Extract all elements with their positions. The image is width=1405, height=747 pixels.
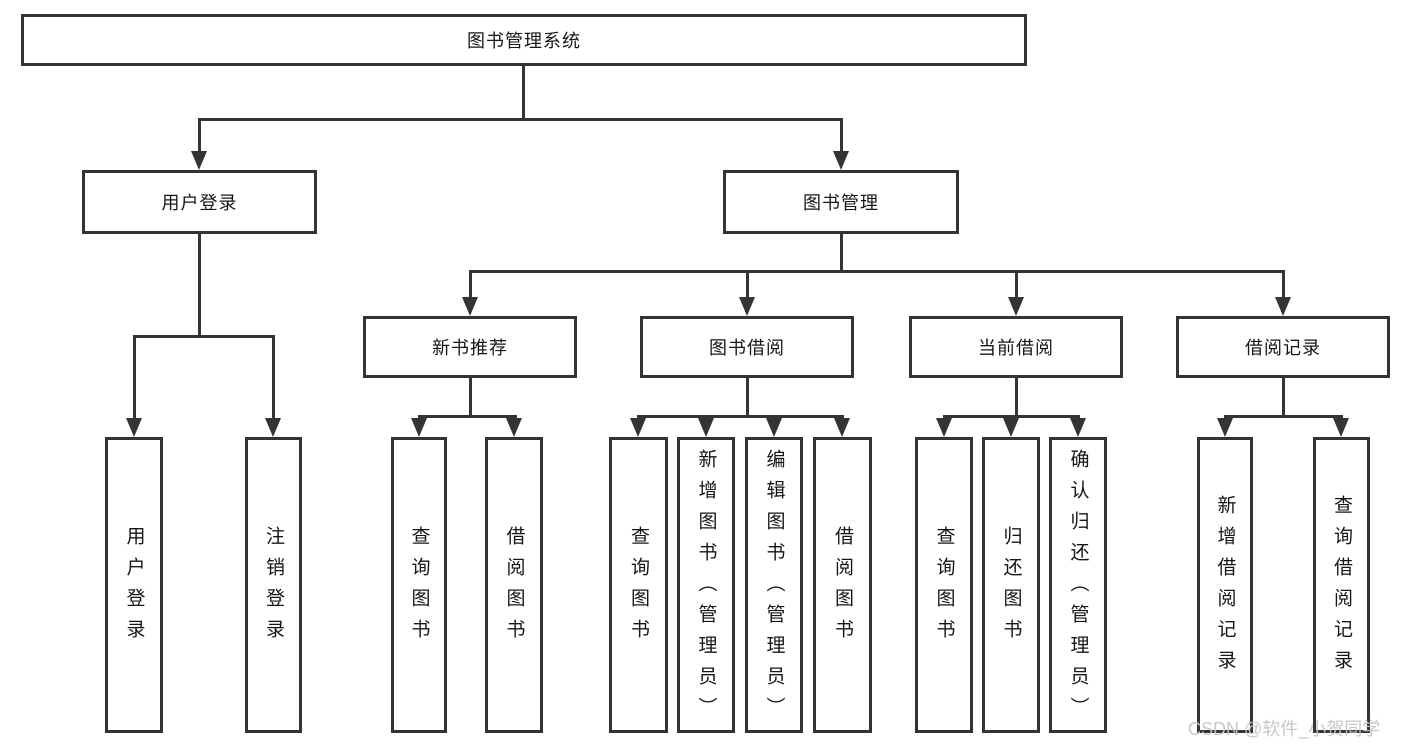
leaf-query-borrow-record: 查询借阅记录 (1313, 437, 1370, 733)
connector-line (198, 234, 201, 335)
csdn-watermark: CSDN @软件_小贺同学 (1188, 719, 1381, 739)
connector-line (133, 335, 136, 419)
leaf-edit-book-admin: 编辑图书（管理员） (745, 437, 803, 733)
connector-line (1015, 270, 1018, 298)
connector-line (198, 118, 201, 154)
leaf-query-books-recommend: 查询图书 (391, 437, 447, 733)
leaf-user-login: 用户登录 (105, 437, 163, 733)
node-book-management: 图书管理 (723, 170, 959, 234)
connector-line (272, 335, 275, 419)
arrowhead-down (506, 418, 522, 437)
connector-line (1282, 378, 1285, 415)
arrowhead-down (834, 418, 850, 437)
connector-line (1224, 415, 1343, 418)
arrowhead-down (766, 418, 782, 437)
leaf-return-book: 归还图书 (982, 437, 1040, 733)
connector-line (840, 234, 843, 270)
arrowhead-down (1003, 418, 1019, 437)
connector-line (469, 270, 472, 298)
node-current-borrowing: 当前借阅 (909, 316, 1123, 378)
arrowhead-down (265, 418, 281, 437)
connector-line (637, 415, 844, 418)
arrowhead-down (1217, 418, 1233, 437)
leaf-add-book-admin: 新增图书（管理员） (677, 437, 735, 733)
node-new-book-recommend: 新书推荐 (363, 316, 577, 378)
connector-line (133, 335, 275, 338)
arrowhead-down (698, 418, 714, 437)
leaf-borrow-books-recommend: 借阅图书 (485, 437, 543, 733)
leaf-query-books-current: 查询图书 (915, 437, 973, 733)
connector-line (469, 378, 472, 415)
connector-line (746, 270, 749, 298)
arrowhead-down (126, 418, 142, 437)
connector-line (469, 270, 1285, 273)
connector-line (840, 118, 843, 154)
arrowhead-down (1070, 418, 1086, 437)
connector-line (522, 66, 525, 118)
connector-line (1015, 378, 1018, 415)
arrowhead-down (462, 297, 478, 316)
arrowhead-down (411, 418, 427, 437)
connector-line (943, 415, 1080, 418)
connector-line (1282, 270, 1285, 298)
leaf-add-borrow-record: 新增借阅记录 (1197, 437, 1253, 733)
node-user-login: 用户登录 (82, 170, 317, 234)
leaf-logout: 注销登录 (245, 437, 302, 733)
connector-line (198, 118, 843, 121)
leaf-query-books-borrowing: 查询图书 (609, 437, 668, 733)
leaf-borrow-books-borrowing: 借阅图书 (813, 437, 872, 733)
arrowhead-down (1275, 297, 1291, 316)
connector-line (418, 415, 517, 418)
arrowhead-down (1333, 418, 1349, 437)
leaf-confirm-return-admin: 确认归还（管理员） (1049, 437, 1107, 733)
arrowhead-down (936, 418, 952, 437)
arrowhead-down (1008, 297, 1024, 316)
arrowhead-down (833, 151, 849, 170)
arrowhead-down (739, 297, 755, 316)
node-book-borrowing: 图书借阅 (640, 316, 854, 378)
arrowhead-down (630, 418, 646, 437)
arrowhead-down (191, 151, 207, 170)
node-root-book-management-system: 图书管理系统 (21, 14, 1027, 66)
node-borrowing-records: 借阅记录 (1176, 316, 1390, 378)
connector-line (746, 378, 749, 415)
